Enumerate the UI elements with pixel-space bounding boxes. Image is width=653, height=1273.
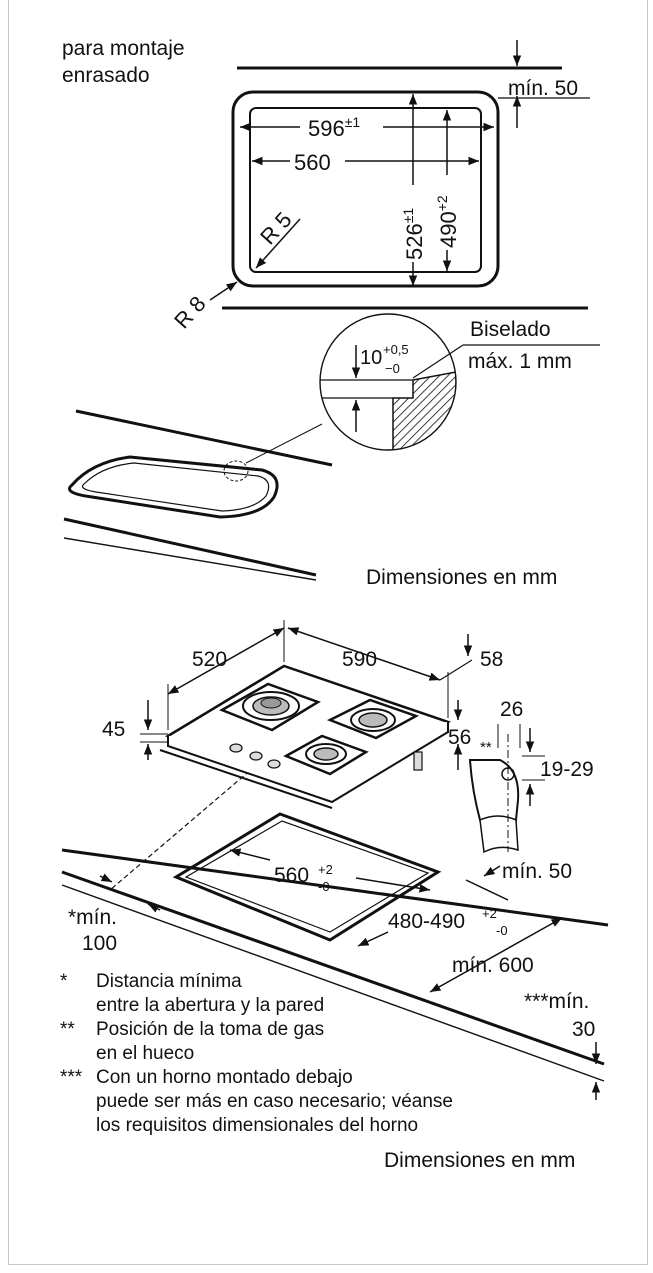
- footnote-text: entre la abertura y la pared: [96, 995, 325, 1016]
- burner-right: [326, 698, 420, 740]
- min-front-label: mín. 50: [502, 860, 572, 883]
- depth-inner-label: 490+2: [434, 195, 461, 248]
- units-top-label: Dimensiones en mm: [366, 566, 557, 589]
- footnote-1: * Distancia mínima entre la abertura y l…: [60, 970, 453, 1018]
- footnotes: * Distancia mínima entre la abertura y l…: [60, 970, 453, 1138]
- cutout-plan-view: [209, 40, 590, 310]
- gas-height-label: 19-29: [540, 758, 594, 781]
- bevel-detail-circle: [319, 313, 600, 451]
- hob-thickness-left-label: 45: [102, 718, 125, 741]
- footnote-text: Con un horno montado debajo: [96, 1067, 353, 1088]
- cutout-depth-tol-plus: +2: [482, 906, 497, 921]
- min-below-label: ***mín.: [524, 990, 589, 1013]
- knob: [229, 743, 243, 753]
- inner-cutout-outline: [249, 107, 482, 273]
- width-outer-label: 596±1: [308, 114, 360, 141]
- min-depth-label: mín. 600: [452, 954, 534, 977]
- knob: [267, 759, 281, 769]
- burner-front: [283, 734, 369, 776]
- min-wall-value: 100: [82, 932, 117, 955]
- page-frame: [8, 0, 648, 1265]
- footnote-3: *** Con un horno montado debajo puede se…: [60, 1066, 453, 1138]
- width-inner-label: 560: [294, 150, 331, 175]
- cutout-width-tol-minus: -0: [318, 879, 330, 894]
- knob: [249, 751, 263, 761]
- bevel-label-line1: Biselado: [470, 318, 551, 341]
- gas-width-label: 26: [500, 698, 523, 721]
- mount-label-line1: para montaje: [62, 37, 185, 60]
- footnote-2: ** Posición de la toma de gas en el huec…: [60, 1018, 453, 1066]
- radius-outer-label: R 8: [169, 291, 210, 333]
- footnote-mark: ***: [60, 1067, 83, 1088]
- min-top-label: mín. 50: [508, 77, 578, 100]
- outer-rebate-outline: [231, 90, 500, 288]
- footnote-text: puede ser más en caso necesario; véanse: [96, 1091, 453, 1112]
- counter-perspective-top: [63, 409, 333, 581]
- footnote-text: Distancia mínima: [96, 971, 242, 992]
- gas-marker-label: **: [480, 739, 492, 756]
- cutout-depth-label: 480-490: [388, 910, 465, 933]
- hob-thickness-right-label: 58: [480, 648, 503, 671]
- depth-outer-label: 526±1: [400, 208, 427, 260]
- min-below-value: 30: [572, 1018, 595, 1041]
- units-bottom-label: Dimensiones en mm: [384, 1149, 576, 1172]
- footnote-text: en el hueco: [96, 1043, 195, 1064]
- hob-depth-label: 520: [192, 648, 227, 671]
- footnote-text: los requisitos dimensionales del horno: [96, 1115, 419, 1136]
- gas-inlet-detail: [468, 724, 545, 854]
- bevel-label-line2: máx. 1 mm: [468, 350, 572, 373]
- footnote-mark: **: [60, 1019, 75, 1040]
- footnote-text: Posición de la toma de gas: [96, 1019, 325, 1040]
- step-tol-minus: −0: [385, 361, 400, 376]
- hob-width-label: 590: [342, 648, 377, 671]
- gas-offset-label: 56: [448, 726, 471, 749]
- footnote-mark: *: [60, 971, 68, 992]
- hob-dimension-lines: [99, 620, 601, 1100]
- cutout-depth-tol-minus: -0: [496, 923, 508, 938]
- cutout-width-tol-plus: +2: [318, 862, 333, 877]
- radius-inner-label: R 5: [255, 207, 296, 249]
- mount-label-line2: enrasado: [62, 64, 150, 87]
- step-value-label: 10: [360, 347, 382, 369]
- min-wall-label: *mín.: [68, 906, 117, 929]
- gas-hob-drawing: [159, 664, 451, 809]
- step-tol-plus: +0,5: [383, 342, 409, 357]
- cutout-width-label: 560: [274, 864, 309, 887]
